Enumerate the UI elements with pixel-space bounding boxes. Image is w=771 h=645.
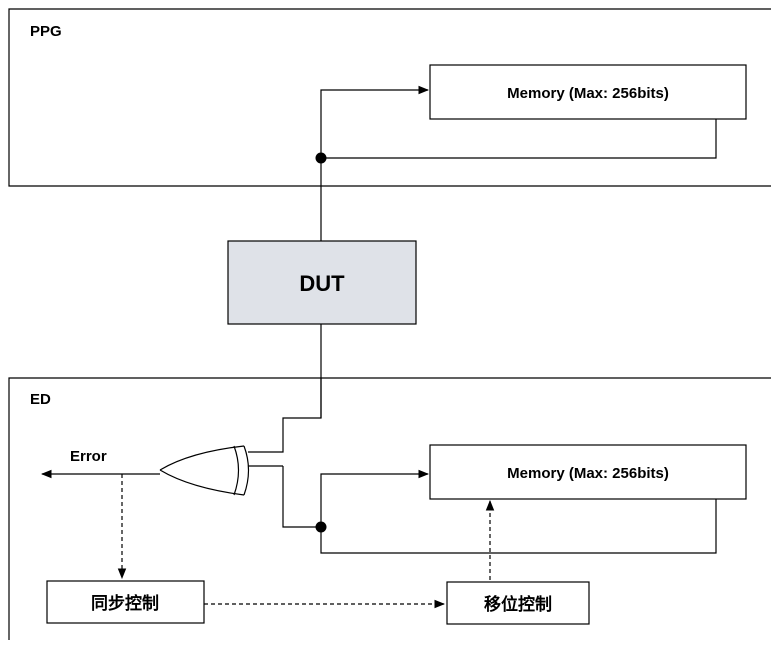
ed-memory-box: Memory (Max: 256bits) [429,444,747,500]
ed-write-arrow [320,469,430,527]
ed-block: ED Error Memory (Max: 256bits) 同步控制 [8,377,771,640]
shift-control-label: 移位控制 [484,594,552,615]
ppg-block: PPG Memory (Max: 256bits) [8,8,771,187]
ppg-feedback-line [321,119,717,159]
ppg-write-arrow [320,85,430,186]
ppg-memory-label: Memory (Max: 256bits) [507,85,669,102]
ed-junction-dot [315,521,327,533]
ed-feedback-line [320,499,717,554]
ed-title: ED [30,391,51,408]
ppg-memory-box: Memory (Max: 256bits) [429,64,747,120]
error-label: Error [70,448,107,465]
dut-box: DUT [227,240,417,325]
dut-label: DUT [299,271,345,296]
ppg-frame [8,8,771,187]
ed-input-line [248,378,322,453]
shift-control-box: 移位控制 [446,581,590,625]
xor-gate [159,445,250,496]
sync-control-label: 同步控制 [91,593,159,614]
sync-control-box: 同步控制 [46,580,205,624]
ed-memory-label: Memory (Max: 256bits) [507,465,669,482]
ppg-junction-dot [315,152,327,164]
ed-frame [8,377,771,640]
ppg-title: PPG [30,23,62,40]
ed-xor-second-input [282,466,321,528]
